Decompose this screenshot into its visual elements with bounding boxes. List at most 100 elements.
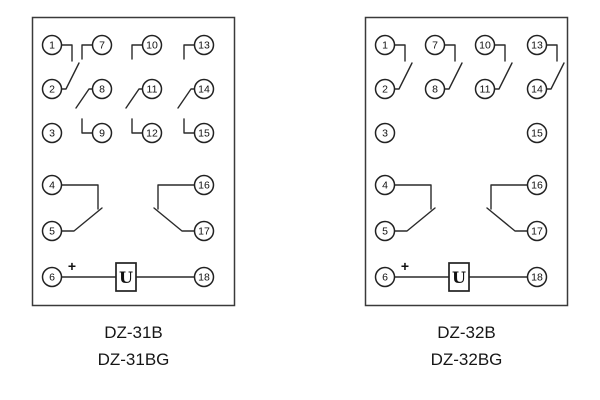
svg-text:12: 12 [146, 128, 158, 140]
svg-text:9: 9 [99, 128, 105, 140]
terminal-10: 10 [474, 34, 496, 56]
terminal-7: 7 [424, 34, 446, 56]
svg-text:8: 8 [99, 84, 105, 96]
contact-pair-4-5 [60, 184, 103, 232]
changeover-contact-13-14-15 [177, 44, 196, 134]
svg-text:1: 1 [382, 40, 388, 52]
svg-text:14: 14 [198, 84, 210, 96]
svg-text:1: 1 [49, 40, 55, 52]
terminal-18: 18 [526, 266, 548, 288]
terminal-10: 10 [141, 34, 163, 56]
svg-text:2: 2 [49, 84, 55, 96]
svg-text:17: 17 [198, 226, 210, 238]
coil-symbol-label: U [452, 268, 466, 287]
contact-pair-7-8 [443, 44, 463, 90]
terminal-17: 17 [526, 220, 548, 242]
terminal-15: 15 [526, 122, 548, 144]
polarity-plus-icon: + [401, 258, 409, 274]
terminal-18: 18 [193, 266, 215, 288]
terminal-2: 2 [374, 78, 396, 100]
terminal-3: 3 [41, 122, 63, 144]
relay-wiring-diagram-dz31: U + 1 7 10 13 2 8 11 14 3 9 12 15 4 16 5… [31, 16, 236, 307]
svg-text:16: 16 [531, 180, 543, 192]
diagram-border [364, 16, 569, 307]
svg-text:10: 10 [479, 40, 491, 52]
svg-text:3: 3 [49, 128, 55, 140]
svg-text:10: 10 [146, 40, 158, 52]
terminal-8: 8 [91, 78, 113, 100]
contact-pair-16-17 [153, 184, 196, 232]
contact-pair-1-2 [60, 44, 80, 90]
changeover-contact-10-11-12 [125, 44, 144, 134]
svg-text:5: 5 [382, 226, 388, 238]
terminal-1: 1 [374, 34, 396, 56]
coil-symbol-label: U [119, 268, 133, 287]
terminal-14: 14 [193, 78, 215, 100]
contact-pair-13-14 [545, 44, 565, 90]
terminal-12: 12 [141, 122, 163, 144]
model-label-line2: DZ-31BG [97, 350, 170, 369]
svg-text:6: 6 [49, 272, 55, 284]
contact-pair-4-5 [393, 184, 436, 232]
svg-text:15: 15 [198, 128, 210, 140]
svg-text:18: 18 [531, 272, 543, 284]
coil-symbol-box [448, 262, 470, 292]
model-label-line2: DZ-32BG [430, 350, 503, 369]
svg-text:17: 17 [531, 226, 543, 238]
svg-text:6: 6 [382, 272, 388, 284]
coil-circuit: U + [60, 258, 196, 292]
changeover-contact-7-8-9 [75, 44, 94, 134]
contact-pair-1-2 [393, 44, 413, 90]
model-label-dz32: DZ-32B DZ-32BG [431, 319, 503, 373]
diagram-border [31, 16, 236, 307]
terminal-17: 17 [193, 220, 215, 242]
page: U + 1 7 10 13 2 8 11 14 3 9 12 15 4 16 5… [30, 15, 570, 373]
terminal-15: 15 [193, 122, 215, 144]
terminal-5: 5 [41, 220, 63, 242]
terminal-4: 4 [374, 174, 396, 196]
model-label-line1: DZ-31B [104, 323, 163, 342]
svg-text:2: 2 [382, 84, 388, 96]
panel-dz32: U + 1 7 10 13 2 8 11 14 3 15 4 16 5 17 6… [363, 15, 570, 373]
terminal-3: 3 [374, 122, 396, 144]
terminal-5: 5 [374, 220, 396, 242]
terminal-8: 8 [424, 78, 446, 100]
svg-text:11: 11 [147, 84, 158, 96]
svg-text:13: 13 [531, 40, 543, 52]
coil-circuit: U + [393, 258, 529, 292]
svg-text:13: 13 [198, 40, 210, 52]
terminal-14: 14 [526, 78, 548, 100]
svg-text:16: 16 [198, 180, 210, 192]
svg-text:8: 8 [432, 84, 438, 96]
coil-symbol-box [115, 262, 137, 292]
svg-text:5: 5 [49, 226, 55, 238]
terminal-11: 11 [141, 78, 163, 100]
svg-text:4: 4 [49, 180, 55, 192]
terminal-1: 1 [41, 34, 63, 56]
terminal-2: 2 [41, 78, 63, 100]
panel-dz31: U + 1 7 10 13 2 8 11 14 3 9 12 15 4 16 5… [30, 15, 237, 373]
model-label-dz31: DZ-31B DZ-31BG [98, 319, 170, 373]
svg-text:7: 7 [432, 40, 438, 52]
terminal-6: 6 [374, 266, 396, 288]
terminal-13: 13 [193, 34, 215, 56]
terminal-16: 16 [526, 174, 548, 196]
svg-text:14: 14 [531, 84, 543, 96]
svg-text:11: 11 [480, 84, 491, 96]
svg-text:4: 4 [382, 180, 388, 192]
terminal-4: 4 [41, 174, 63, 196]
relay-wiring-diagram-dz32: U + 1 7 10 13 2 8 11 14 3 15 4 16 5 17 6… [364, 16, 569, 307]
contact-pair-16-17 [486, 184, 529, 232]
terminal-13: 13 [526, 34, 548, 56]
terminal-11: 11 [474, 78, 496, 100]
terminal-16: 16 [193, 174, 215, 196]
terminal-9: 9 [91, 122, 113, 144]
contact-pair-10-11 [493, 44, 513, 90]
svg-text:18: 18 [198, 272, 210, 284]
svg-text:7: 7 [99, 40, 105, 52]
svg-text:15: 15 [531, 128, 543, 140]
polarity-plus-icon: + [68, 258, 76, 274]
model-label-line1: DZ-32B [437, 323, 496, 342]
terminal-6: 6 [41, 266, 63, 288]
svg-text:3: 3 [382, 128, 388, 140]
